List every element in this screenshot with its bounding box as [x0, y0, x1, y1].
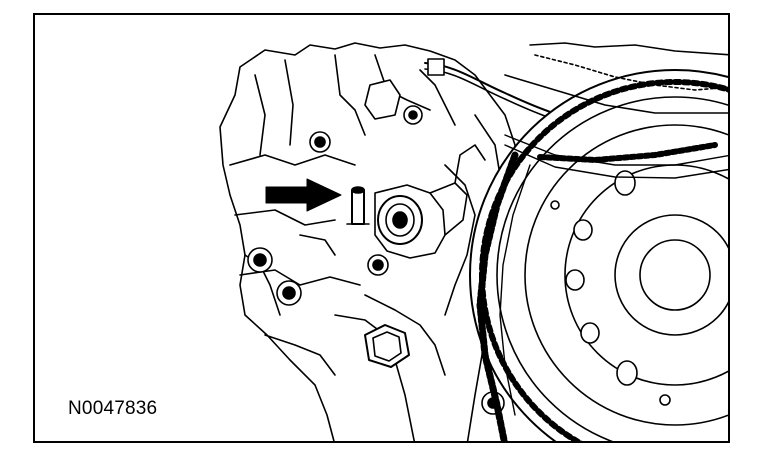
sensor-housing: [374, 144, 486, 259]
ring-gear-teeth: [476, 134, 728, 441]
timing-cover: [504, 42, 728, 114]
arrow-right-icon: [265, 178, 342, 212]
locating-pin: [346, 186, 370, 225]
diagram-frame: N0047836: [33, 13, 730, 443]
figure-id-label: N0047836: [68, 398, 158, 419]
engine-illustration: [219, 42, 728, 441]
bolts: [247, 105, 505, 415]
